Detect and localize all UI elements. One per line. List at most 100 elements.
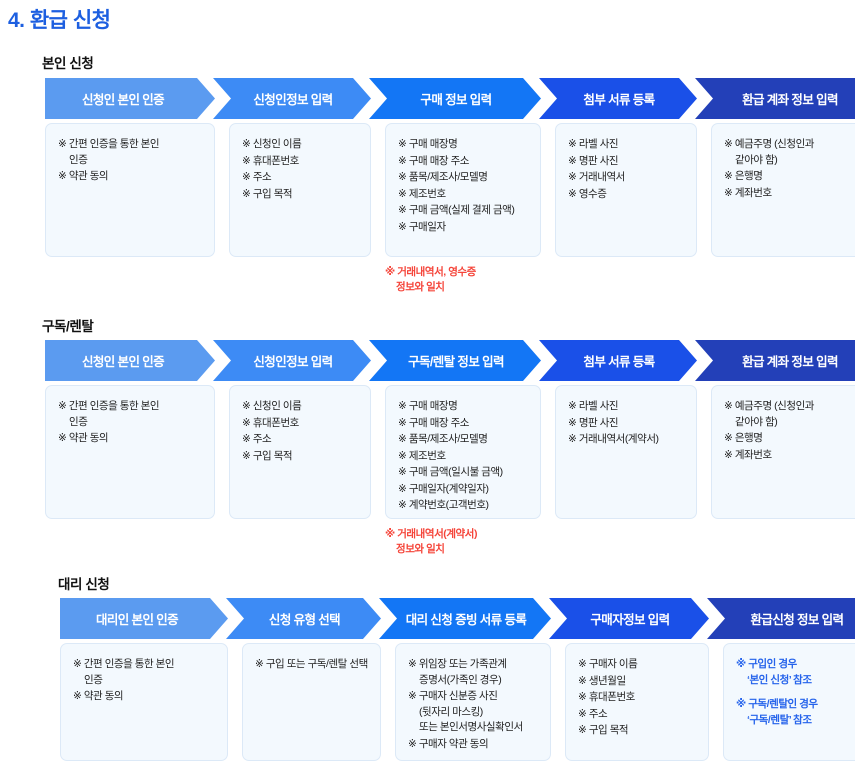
bullet-list: ※ 신청인 이름 ※ 휴대폰번호 ※ 주소 ※ 구입 목적 — [242, 137, 360, 202]
step-proxy-3[interactable]: 대리 신청 증빙 서류 등록 ※ 위임장 또는 가족관계 증명서(가족인 경우)… — [379, 598, 551, 761]
list-item: ※ 거래내역서(계약서) — [568, 433, 659, 446]
step-subscription-4[interactable]: 첨부 서류 등록 ※ 라벨 사진 ※ 명판 사진 ※ 거래내역서(계약서) — [539, 340, 697, 519]
step-header-subscription-2[interactable]: 신청인정보 입력 — [213, 340, 371, 381]
list-item: ※ 영수증 — [568, 187, 607, 200]
list-item: ※ 구매 매장명 — [398, 400, 458, 412]
page-title: 4. 환급 신청 — [8, 9, 111, 32]
list-item: ※ 구매 매장 주소 — [398, 154, 470, 167]
list-item: ※ 약관 동의 — [58, 170, 109, 183]
list-item-reference: ※ 구독/렌탈인 경우 ‘구독/렌탈’ 참조 — [736, 698, 818, 726]
bullet-list: ※ 구입 또는 구독/렌탈 선택 — [255, 657, 370, 673]
step-personal-3[interactable]: 구매 정보 입력 ※ 구매 매장명 ※ 구매 매장 주소 ※ 품목/제조사/모델… — [369, 78, 541, 295]
step-card-personal-3: ※ 구매 매장명 ※ 구매 매장 주소 ※ 품목/제조사/모델명 ※ 제조번호 … — [385, 123, 541, 257]
list-item: ※ 간편 인증을 통한 본인 인증 — [58, 138, 160, 166]
step-card-proxy-1: ※ 간편 인증을 통한 본인 인증 ※ 약관 동의 — [60, 643, 228, 761]
list-item: ※ 품목/제조사/모델명 — [398, 171, 488, 184]
step-header-personal-4[interactable]: 첨부 서류 등록 — [539, 78, 697, 119]
list-item: ※ 은행명 — [724, 432, 763, 445]
step-header-proxy-1[interactable]: 대리인 본인 인증 — [60, 598, 228, 639]
list-item: ※ 구매 금액(실제 결제 금액) — [398, 204, 515, 217]
bullet-list: ※ 라벨 사진 ※ 명판 사진 ※ 거래내역서(계약서) — [568, 399, 686, 448]
step-card-subscription-3: ※ 구매 매장명 ※ 구매 매장 주소 ※ 품목/제조사/모델명 ※ 제조번호 … — [385, 385, 541, 519]
bullet-list: ※ 예금주명 (신청인과 같아야 함) ※ 은행명 ※ 계좌번호 — [724, 137, 855, 201]
step-personal-4[interactable]: 첨부 서류 등록 ※ 라벨 사진 ※ 명판 사진 ※ 거래내역서 ※ 영수증 — [539, 78, 697, 257]
list-item: ※ 라벨 사진 — [568, 400, 619, 412]
list-item: ※ 생년월일 — [578, 674, 626, 687]
step-header-personal-2[interactable]: 신청인정보 입력 — [213, 78, 371, 119]
bullet-list: ※ 구입인 경우 ‘본인 신청’ 참조 ※ 구독/렌탈인 경우 ‘구독/렌탈’ … — [736, 657, 855, 728]
step-card-subscription-2: ※ 신청인 이름 ※ 휴대폰번호 ※ 주소 ※ 구입 목적 — [229, 385, 371, 519]
step-header-subscription-4[interactable]: 첨부 서류 등록 — [539, 340, 697, 381]
list-item: ※ 명판 사진 — [568, 154, 619, 167]
list-item: ※ 라벨 사진 — [568, 138, 619, 150]
step-header-subscription-1[interactable]: 신청인 본인 인증 — [45, 340, 215, 381]
list-item: ※ 주소 — [242, 171, 272, 184]
step-subscription-2[interactable]: 신청인정보 입력 ※ 신청인 이름 ※ 휴대폰번호 ※ 주소 ※ 구입 목적 — [213, 340, 371, 519]
list-item: ※ 구매자 이름 — [578, 658, 638, 670]
step-subscription-3[interactable]: 구독/렌탈 정보 입력 ※ 구매 매장명 ※ 구매 매장 주소 ※ 품목/제조사… — [369, 340, 541, 557]
list-item: ※ 위임장 또는 가족관계 증명서(가족인 경우) — [408, 658, 507, 686]
bullet-list: ※ 위임장 또는 가족관계 증명서(가족인 경우) ※ 구매자 신분증 사진 (… — [408, 657, 540, 752]
step-header-subscription-3[interactable]: 구독/렌탈 정보 입력 — [369, 340, 541, 381]
list-item: ※ 구입 또는 구독/렌탈 선택 — [255, 658, 368, 670]
step-proxy-5[interactable]: 환급신청 정보 입력 ※ 구입인 경우 ‘본인 신청’ 참조 ※ 구독/렌탈인 … — [707, 598, 855, 761]
list-item: ※ 계약번호(고객번호) — [398, 499, 489, 512]
bullet-list: ※ 구매자 이름 ※ 생년월일 ※ 휴대폰번호 ※ 주소 ※ 구입 목적 — [578, 657, 698, 739]
step-header-proxy-2[interactable]: 신청 유형 선택 — [226, 598, 381, 639]
step-header-proxy-4[interactable]: 구매자정보 입력 — [549, 598, 709, 639]
list-item-reference: ※ 구입인 경우 ‘본인 신청’ 참조 — [736, 658, 812, 686]
step-note-subscription-3: ※ 거래내역서(계약서) 정보와 일치 — [385, 528, 477, 556]
bullet-list: ※ 신청인 이름 ※ 휴대폰번호 ※ 주소 ※ 구입 목적 — [242, 399, 360, 464]
list-item: ※ 제조번호 — [398, 449, 446, 462]
step-proxy-1[interactable]: 대리인 본인 인증 ※ 간편 인증을 통한 본인 인증 ※ 약관 동의 — [60, 598, 228, 761]
bullet-list: ※ 라벨 사진 ※ 명판 사진 ※ 거래내역서 ※ 영수증 — [568, 137, 686, 202]
flow-personal: 신청인 본인 인증 ※ 간편 인증을 통한 본인 인증 ※ 약관 동의 신청인정… — [45, 78, 855, 295]
list-item: ※ 구매 매장 주소 — [398, 416, 470, 429]
step-header-personal-3[interactable]: 구매 정보 입력 — [369, 78, 541, 119]
step-header-subscription-5[interactable]: 환급 계좌 정보 입력 — [695, 340, 855, 381]
list-item: ※ 주소 — [242, 433, 272, 446]
step-note-personal-3: ※ 거래내역서, 영수증 정보와 일치 — [385, 266, 476, 294]
list-item: ※ 예금주명 (신청인과 같아야 함) — [724, 400, 815, 428]
bullet-list: ※ 간편 인증을 통한 본인 인증 ※ 약관 동의 — [58, 137, 204, 185]
bullet-list: ※ 구매 매장명 ※ 구매 매장 주소 ※ 품목/제조사/모델명 ※ 제조번호 … — [398, 137, 530, 235]
list-item: ※ 약관 동의 — [73, 690, 124, 703]
list-item: ※ 구입 목적 — [242, 449, 293, 462]
list-item: ※ 구매 매장명 — [398, 138, 458, 150]
list-item: ※ 주소 — [578, 707, 608, 720]
step-subscription-1[interactable]: 신청인 본인 인증 ※ 간편 인증을 통한 본인 인증 ※ 약관 동의 — [45, 340, 215, 519]
list-item: ※ 구매자 약관 동의 — [408, 737, 489, 750]
list-item: ※ 은행명 — [724, 170, 763, 183]
list-item: ※ 신청인 이름 — [242, 138, 302, 150]
step-personal-1[interactable]: 신청인 본인 인증 ※ 간편 인증을 통한 본인 인증 ※ 약관 동의 — [45, 78, 215, 257]
list-item: ※ 계좌번호 — [724, 186, 772, 199]
step-header-personal-5[interactable]: 환급 계좌 정보 입력 — [695, 78, 855, 119]
step-card-proxy-4: ※ 구매자 이름 ※ 생년월일 ※ 휴대폰번호 ※ 주소 ※ 구입 목적 — [565, 643, 709, 761]
step-card-personal-5: ※ 예금주명 (신청인과 같아야 함) ※ 은행명 ※ 계좌번호 — [711, 123, 855, 257]
list-item: ※ 간편 인증을 통한 본인 인증 — [73, 658, 175, 686]
step-personal-5[interactable]: 환급 계좌 정보 입력 ※ 예금주명 (신청인과 같아야 함) ※ 은행명 ※ … — [695, 78, 855, 257]
step-header-proxy-3[interactable]: 대리 신청 증빙 서류 등록 — [379, 598, 551, 639]
step-header-personal-1[interactable]: 신청인 본인 인증 — [45, 78, 215, 119]
step-personal-2[interactable]: 신청인정보 입력 ※ 신청인 이름 ※ 휴대폰번호 ※ 주소 ※ 구입 목적 — [213, 78, 371, 257]
step-header-proxy-5[interactable]: 환급신청 정보 입력 — [707, 598, 855, 639]
step-card-personal-2: ※ 신청인 이름 ※ 휴대폰번호 ※ 주소 ※ 구입 목적 — [229, 123, 371, 257]
step-proxy-4[interactable]: 구매자정보 입력 ※ 구매자 이름 ※ 생년월일 ※ 휴대폰번호 ※ 주소 ※ … — [549, 598, 709, 761]
bullet-list: ※ 간편 인증을 통한 본인 인증 ※ 약관 동의 — [73, 657, 217, 705]
list-item: ※ 명판 사진 — [568, 416, 619, 429]
step-card-proxy-2: ※ 구입 또는 구독/렌탈 선택 — [242, 643, 381, 761]
step-card-subscription-4: ※ 라벨 사진 ※ 명판 사진 ※ 거래내역서(계약서) — [555, 385, 697, 519]
step-card-proxy-5: ※ 구입인 경우 ‘본인 신청’ 참조 ※ 구독/렌탈인 경우 ‘구독/렌탈’ … — [723, 643, 855, 761]
list-item: ※ 휴대폰번호 — [242, 154, 299, 167]
step-proxy-2[interactable]: 신청 유형 선택 ※ 구입 또는 구독/렌탈 선택 — [226, 598, 381, 761]
list-item: ※ 휴대폰번호 — [578, 691, 635, 704]
step-subscription-5[interactable]: 환급 계좌 정보 입력 ※ 예금주명 (신청인과 같아야 함) ※ 은행명 ※ … — [695, 340, 855, 519]
list-item: ※ 품목/제조사/모델명 — [398, 433, 488, 446]
list-item: ※ 계좌번호 — [724, 448, 772, 461]
flow-subscription: 신청인 본인 인증 ※ 간편 인증을 통한 본인 인증 ※ 약관 동의 신청인정… — [45, 340, 855, 557]
list-item: ※ 거래내역서 — [568, 171, 625, 184]
list-item: ※ 구매 금액(일시불 금액) — [398, 466, 503, 479]
list-item: ※ 구입 목적 — [242, 187, 293, 200]
step-card-personal-1: ※ 간편 인증을 통한 본인 인증 ※ 약관 동의 — [45, 123, 215, 257]
section-label-subscription: 구독/렌탈 — [42, 319, 94, 334]
